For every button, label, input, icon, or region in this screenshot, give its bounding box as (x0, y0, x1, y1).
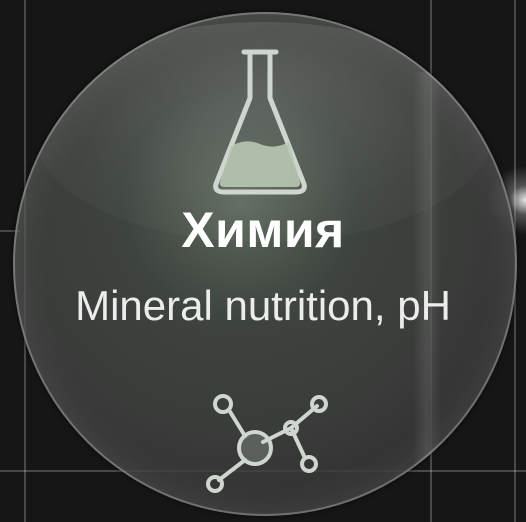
card-title: Химия (181, 202, 345, 258)
flask-icon (213, 49, 307, 195)
molecule-icon (206, 394, 328, 493)
card-subtitle: Mineral nutrition, pH (75, 282, 451, 329)
chemistry-bubble-button[interactable] (13, 12, 517, 516)
bubble-reflection (413, 72, 441, 472)
bubble-sheen (33, 22, 493, 242)
grid-line (0, 230, 20, 232)
